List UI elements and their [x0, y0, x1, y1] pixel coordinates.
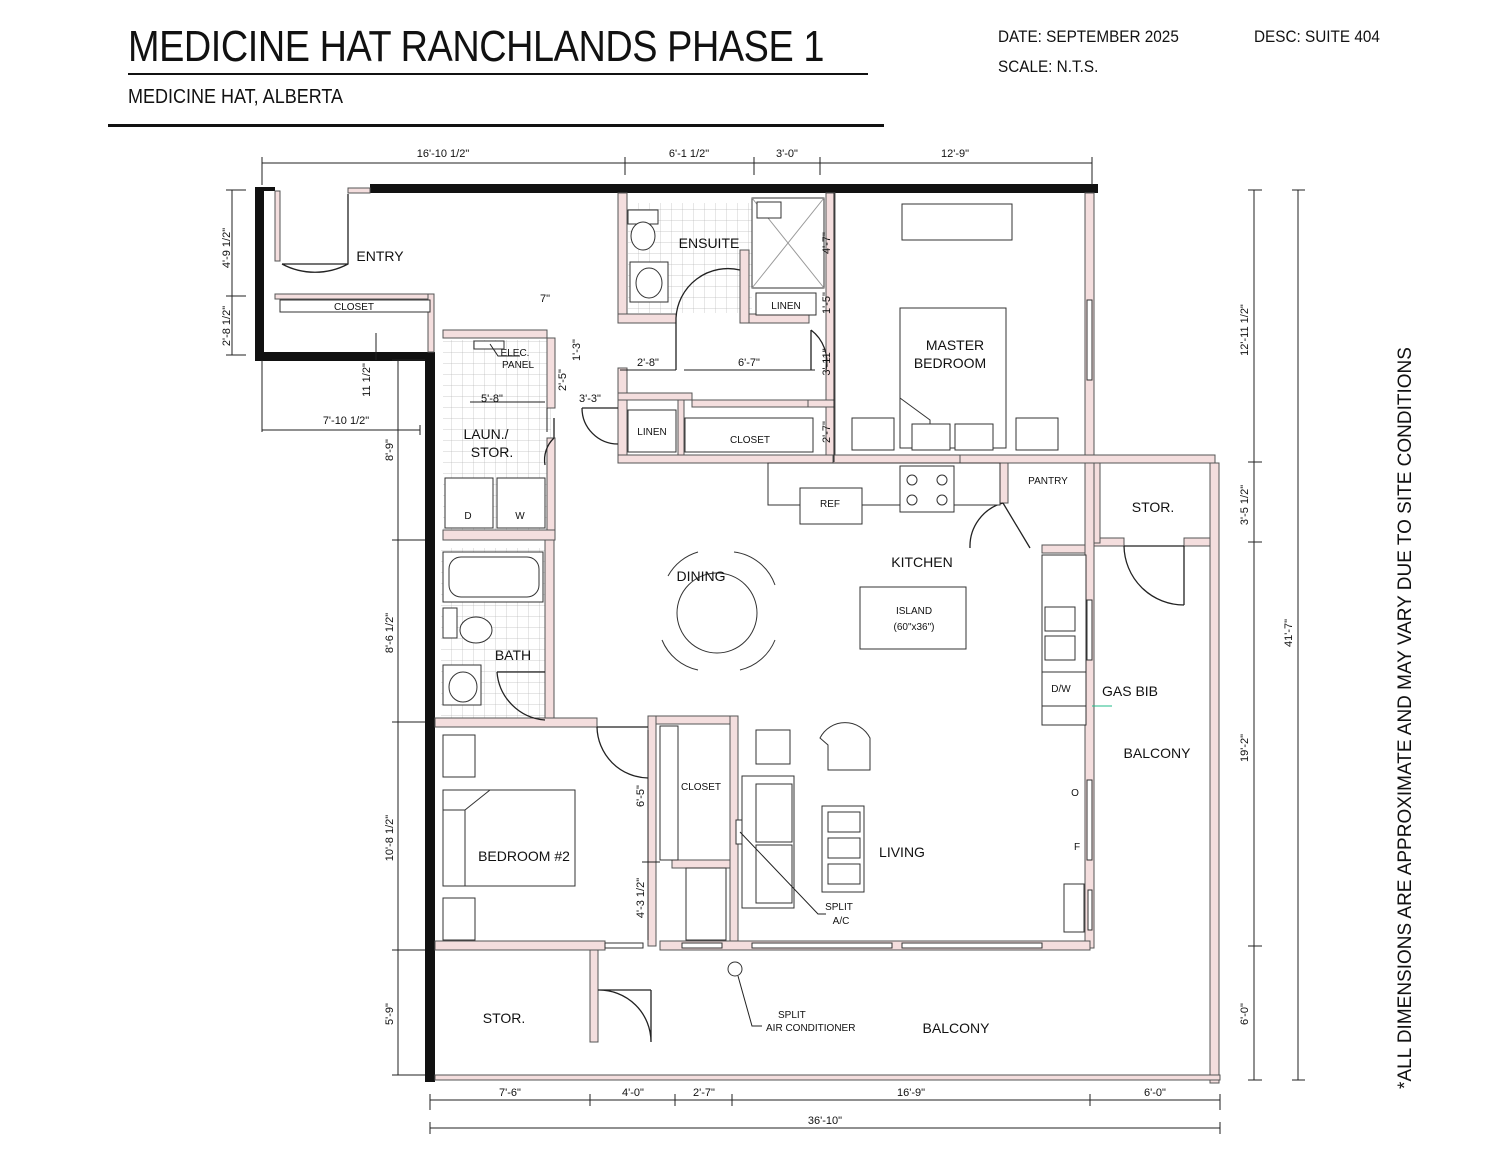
dim-ens-closet: 2'-7" [821, 421, 833, 443]
label-elec-2: PANEL [502, 360, 534, 371]
dim-right-total: 41'-7" [1283, 619, 1295, 647]
desc-label: DESC: SUITE 404 [1254, 27, 1380, 46]
label-entry: ENTRY [356, 248, 404, 264]
dim-left-entry: 4'-9 1/2" [221, 228, 233, 268]
label-laundry-2: STOR. [471, 444, 514, 460]
dim-left-closet: 2'-8 1/2" [221, 306, 233, 346]
dim-left-stor: 5'-9" [384, 1003, 396, 1025]
dim-elec-off: 1'-3" [571, 339, 583, 361]
dim-top-3: 3'-0" [776, 148, 798, 160]
dim-bed2-closet: 6'-5" [635, 785, 647, 807]
label-split-air-2: AIR CONDITIONER [766, 1023, 855, 1034]
scale-label: SCALE: N.T.S. [998, 57, 1099, 76]
label-dining: DINING [677, 568, 726, 584]
label-split-air-1: SPLIT [778, 1010, 806, 1021]
label-closet-hall: CLOSET [730, 435, 770, 446]
dim-bot-5: 6'-0" [1144, 1087, 1166, 1099]
dim-right-living: 19'-2" [1239, 734, 1251, 762]
room-labels: ENTRY CLOSET ENSUITE LINEN MASTER BEDROO… [334, 235, 1191, 1036]
exterior-walls [255, 184, 1098, 1082]
dim-bot-total: 36'-10" [808, 1115, 842, 1127]
label-island-2: (60"x36") [893, 622, 934, 633]
title-underline [128, 73, 868, 75]
label-bedroom-2: BEDROOM #2 [478, 848, 570, 864]
label-living: LIVING [879, 844, 925, 860]
dim-right-master: 12'-11 1/2" [1239, 304, 1251, 356]
dim-top-4: 12'-9" [941, 148, 969, 160]
dim-bot-1: 7'-6" [499, 1087, 521, 1099]
label-ref: REF [820, 499, 840, 510]
dim-top-1: 16'-10 1/2" [417, 148, 470, 160]
label-ensuite: ENSUITE [679, 235, 740, 251]
label-dryer: D [464, 511, 471, 522]
doors [281, 194, 1185, 1043]
dim-left-bath: 8'-6 1/2" [384, 613, 396, 653]
label-balcony-south: BALCONY [923, 1020, 991, 1036]
dimension-lines [226, 157, 1305, 1134]
label-balcony-east: BALCONY [1124, 745, 1192, 761]
fixtures [279, 197, 1087, 977]
label-linen-ensuite: LINEN [771, 301, 800, 312]
label-split-ac-2: A/C [833, 916, 850, 927]
label-stor-south: STOR. [483, 1010, 526, 1026]
date-label: DATE: SEPTEMBER 2025 [998, 27, 1179, 46]
label-stor-east: STOR. [1132, 499, 1175, 515]
label-island-1: ISLAND [896, 606, 932, 617]
dim-right-stor: 3'-5 1/2" [1239, 485, 1251, 525]
leader-lines [489, 343, 1112, 1027]
label-kitchen: KITCHEN [891, 554, 952, 570]
label-split-ac-1: SPLIT [825, 902, 853, 913]
dim-ens-hall: 3'-11" [821, 348, 833, 375]
dim-laundry-w: 5'-8" [481, 393, 503, 405]
label-elec-1: ELEC. [501, 348, 530, 359]
dim-hall-b: 6'-7" [738, 357, 760, 369]
dim-left-step: 11 1/2" [361, 363, 373, 397]
dim-ens-linen: 1'-5" [821, 292, 833, 314]
dim-bed2-nook: 4'-3 1/2" [635, 878, 647, 918]
label-linen-hall: LINEN [637, 427, 666, 438]
label-fireplace-f: F [1074, 842, 1080, 853]
dim-left-bedroom: 10'-8 1/2" [384, 815, 396, 861]
dim-hall-off: 3'-3" [579, 393, 601, 405]
label-gas-bib: GAS BIB [1102, 683, 1158, 699]
dim-top-2: 6'-1 1/2" [669, 148, 709, 160]
dim-entry-width: 7'-10 1/2" [323, 415, 369, 427]
dim-elec-top: 7" [540, 293, 550, 305]
label-closet-entry: CLOSET [334, 302, 374, 313]
windows [604, 299, 1093, 949]
disclaimer-note: *ALL DIMENSIONS ARE APPROXIMATE AND MAY … [1395, 347, 1416, 1089]
dim-right-balcony: 6'-0" [1239, 1003, 1251, 1025]
label-master-bedroom-1: MASTER [926, 337, 984, 353]
label-dw: D/W [1051, 684, 1071, 695]
label-pantry: PANTRY [1028, 476, 1068, 487]
dim-bot-3: 2'-7" [693, 1087, 715, 1099]
page-subtitle: MEDICINE HAT, ALBERTA [128, 86, 344, 108]
header-rule [108, 124, 884, 127]
dim-ens-shower: 4'-7" [821, 232, 833, 254]
label-master-bedroom-2: BEDROOM [914, 355, 986, 371]
dim-elec-side: 2'-5" [557, 369, 569, 391]
dimension-labels: 16'-10 1/2" 6'-1 1/2" 3'-0" 12'-9" 4'-9 … [221, 148, 1295, 1127]
label-laundry-1: LAUN./ [463, 426, 508, 442]
label-fireplace-o: O [1071, 788, 1079, 799]
page-title: MEDICINE HAT RANCHLANDS PHASE 1 [128, 22, 824, 71]
label-bath: BATH [495, 647, 531, 663]
dim-bot-2: 4'-0" [622, 1087, 644, 1099]
label-washer: W [515, 511, 525, 522]
dim-left-laundry: 8'-9" [384, 439, 396, 461]
dim-hall-a: 2'-8" [637, 357, 659, 369]
dim-bot-4: 16'-9" [897, 1087, 925, 1099]
label-closet-bed2: CLOSET [681, 782, 721, 793]
